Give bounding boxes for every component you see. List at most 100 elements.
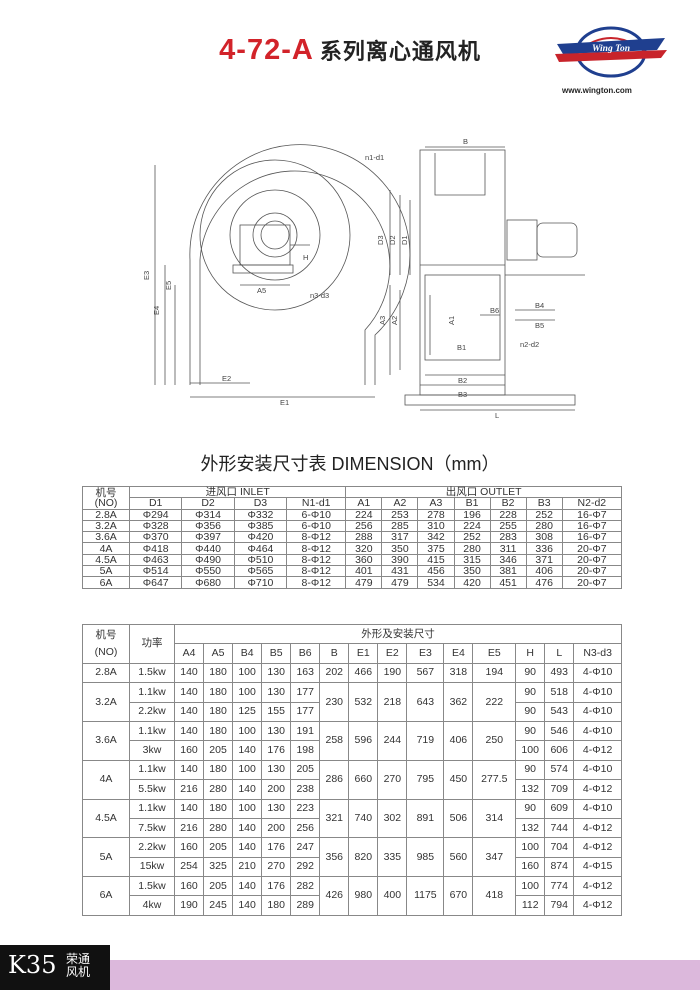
value-cell: 4-Φ10 (573, 798, 622, 819)
value-cell: 252 (453, 531, 491, 544)
value-cell: 891 (406, 798, 445, 839)
col-header: D3 (233, 497, 288, 510)
model-cell: 2.8A (82, 662, 130, 684)
value-cell: 132 (515, 817, 546, 839)
col-header: A2 (381, 497, 419, 510)
value-cell: 356 (319, 837, 350, 878)
value-cell: 4-Φ12 (573, 895, 622, 916)
value-cell: 985 (406, 837, 445, 878)
value-cell: 90 (515, 682, 546, 703)
value-cell: 609 (544, 798, 575, 819)
value-cell: 643 (406, 682, 445, 722)
value-cell: 420 (453, 576, 491, 589)
value-cell: 532 (348, 682, 379, 722)
value-cell: 280 (203, 779, 234, 800)
value-cell: 250 (472, 720, 517, 761)
value-cell: 400 (377, 876, 408, 916)
col-header: N1-d1 (286, 497, 347, 510)
value-cell: 196 (453, 508, 491, 521)
power-cell: 1.1kw (129, 798, 175, 819)
value-cell: 130 (261, 759, 292, 781)
value-cell: 4-Φ12 (573, 779, 622, 800)
col-header: H (515, 643, 546, 664)
value-cell: 375 (417, 542, 455, 555)
col-header: E4 (443, 643, 474, 664)
value-cell: 518 (544, 682, 575, 703)
value-cell: 228 (489, 508, 527, 521)
value-cell: 20-Φ7 (561, 553, 623, 567)
power-cell: 2.2kw (129, 701, 175, 722)
model-cell: 4A (82, 759, 130, 800)
value-cell: 479 (345, 576, 383, 589)
label-b6: B6 (490, 306, 499, 315)
label-a1: A1 (447, 316, 456, 325)
value-cell: Φ418 (128, 542, 183, 555)
value-cell: Φ328 (128, 519, 183, 533)
value-cell: 132 (515, 779, 546, 800)
value-cell: 280 (525, 519, 563, 533)
label-b: B (463, 137, 468, 146)
value-cell: 4-Φ15 (573, 856, 622, 878)
col-model: 机号 (NO) (82, 486, 130, 510)
label-a5: A5 (257, 286, 266, 295)
power-cell: 4kw (129, 895, 175, 916)
value-cell: 574 (544, 759, 575, 781)
logo-text: Wing Ton (592, 44, 630, 54)
value-cell: 244 (377, 720, 408, 761)
value-cell: 160 (173, 876, 205, 897)
value-cell: 258 (319, 720, 350, 761)
col-header: A3 (417, 497, 455, 510)
label-b5: B5 (535, 321, 544, 330)
value-cell: 180 (203, 720, 234, 742)
col-header: A5 (203, 643, 234, 664)
value-cell: 180 (261, 895, 292, 916)
value-cell: 8-Φ12 (286, 553, 347, 567)
value-cell: 210 (232, 856, 263, 878)
label-n1-d1: n1-d1 (365, 153, 384, 162)
value-cell: 205 (290, 759, 321, 781)
value-cell: 794 (544, 895, 575, 916)
value-cell: Φ356 (181, 519, 235, 533)
value-cell: 140 (232, 876, 263, 897)
value-cell: 277.5 (472, 759, 517, 800)
value-cell: 177 (290, 682, 321, 703)
col-header: B1 (453, 497, 491, 510)
label-d3: D3 (376, 235, 385, 245)
col-power: 功率 (129, 624, 175, 664)
value-cell: 100 (515, 876, 546, 897)
value-cell: 247 (290, 837, 321, 858)
value-cell: 16-Φ7 (561, 531, 623, 544)
col-header: B5 (261, 643, 292, 664)
value-cell: Φ332 (233, 508, 288, 521)
value-cell: 774 (544, 876, 575, 897)
value-cell: 216 (173, 817, 205, 839)
label-n2-d2: n2-d2 (520, 340, 539, 349)
page-badge: K35 荣通风机 (0, 945, 110, 990)
series-name: 系列离心通风机 (319, 40, 481, 65)
value-cell: 255 (489, 519, 527, 533)
value-cell: 180 (203, 798, 234, 819)
value-cell: 314 (472, 798, 517, 839)
value-cell: Φ680 (181, 576, 235, 589)
value-cell: 100 (232, 798, 263, 819)
value-cell: 1175 (406, 876, 445, 916)
value-cell: 218 (377, 682, 408, 722)
value-cell: 670 (443, 876, 474, 916)
value-cell: 567 (406, 662, 445, 684)
value-cell: Φ464 (233, 542, 288, 555)
value-cell: 163 (290, 662, 321, 684)
value-cell: 335 (377, 837, 408, 878)
value-cell: 4-Φ10 (573, 701, 622, 722)
value-cell: 406 (525, 565, 563, 578)
label-e5: E5 (164, 281, 173, 290)
value-cell: 194 (472, 662, 517, 684)
value-cell: 874 (544, 856, 575, 878)
col-header: L (544, 643, 575, 664)
col-header: E1 (348, 643, 379, 664)
col-header: E2 (377, 643, 408, 664)
